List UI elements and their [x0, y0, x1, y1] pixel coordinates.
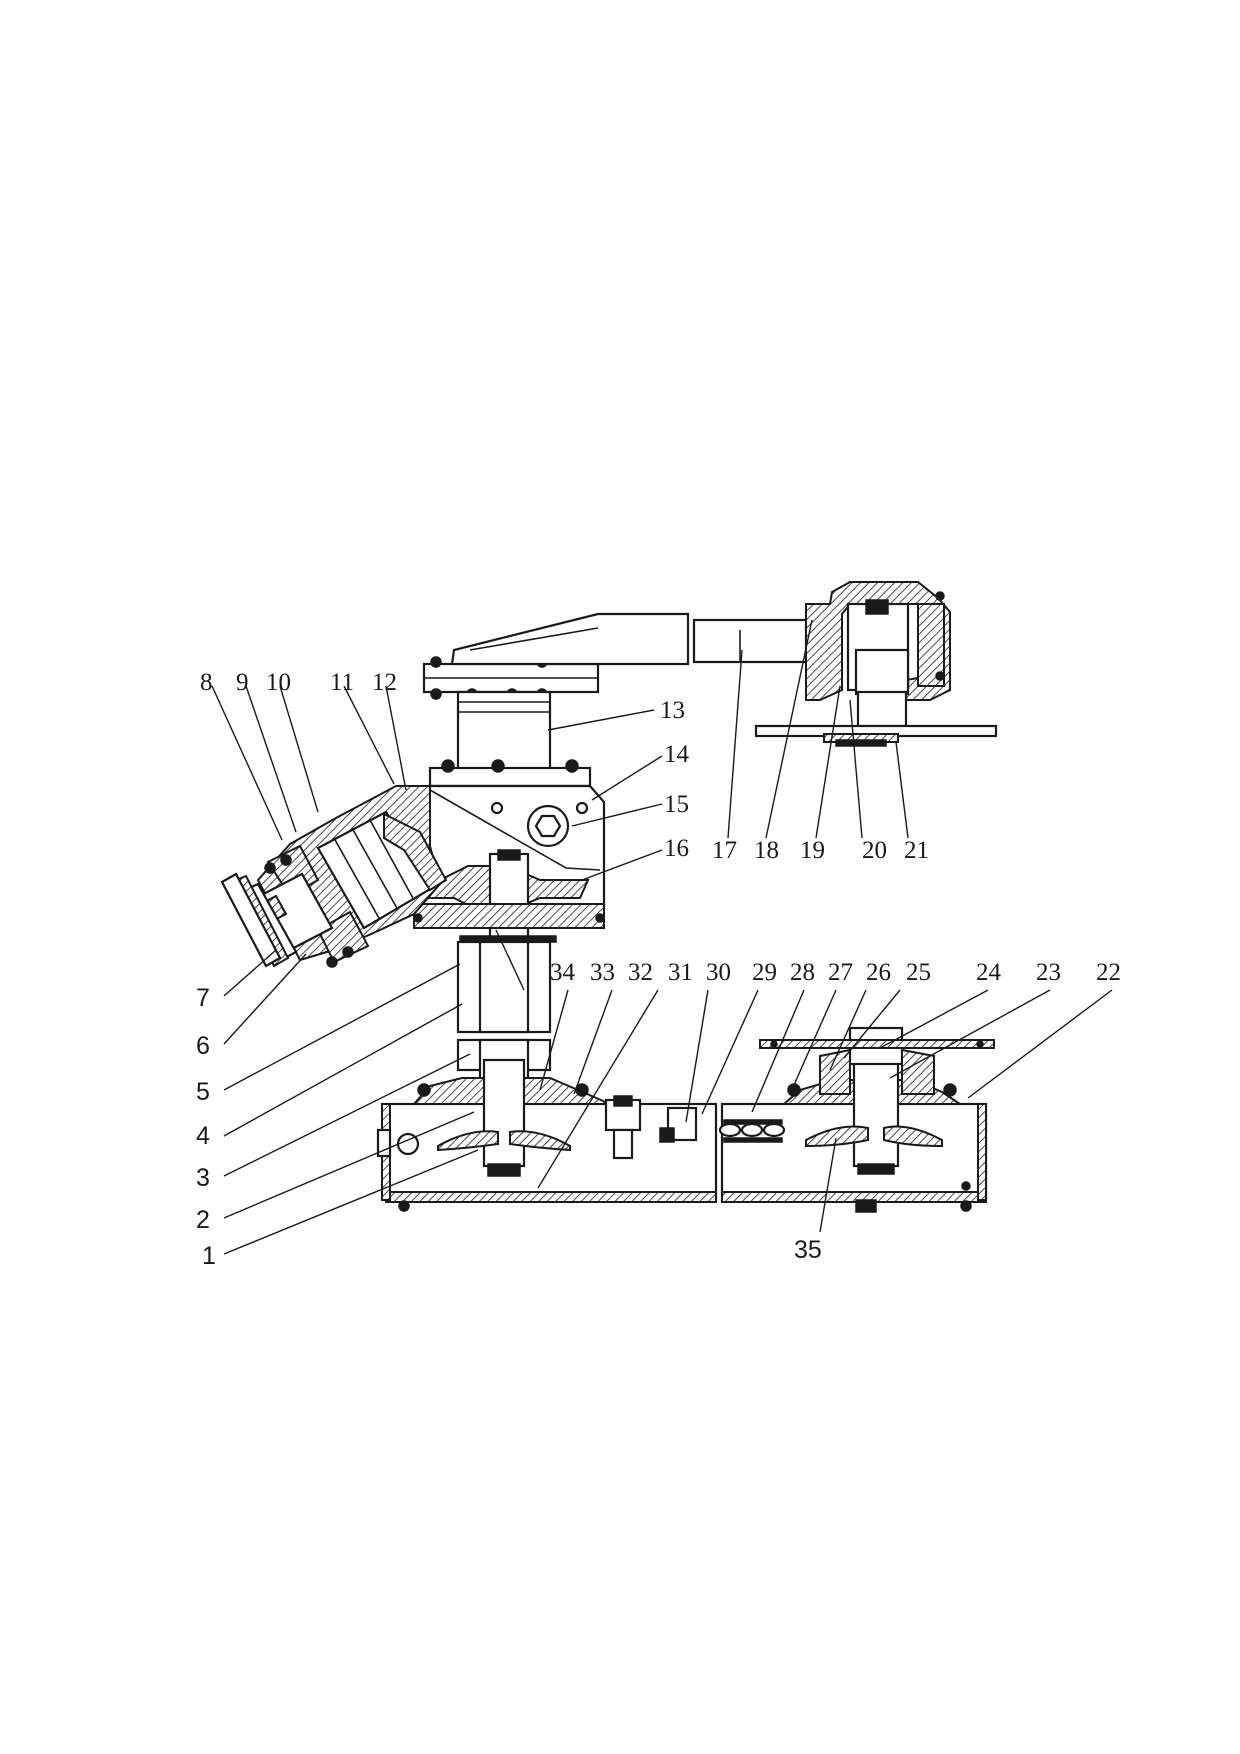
callout-17: 17 — [712, 837, 737, 864]
callout-28: 28 — [790, 959, 815, 986]
leader-lines — [211, 619, 1113, 1255]
callout-33: 33 — [590, 959, 615, 986]
callout-labels: 8 9 10 11 12 13 14 15 16 17 18 19 20 21 … — [196, 669, 1121, 1270]
callout-6: 6 — [196, 1032, 210, 1060]
callout-20: 20 — [862, 837, 887, 864]
callout-15: 15 — [664, 791, 689, 818]
chain-links — [718, 1119, 786, 1143]
callout-22: 22 — [1096, 959, 1121, 986]
callout-31: 31 — [668, 959, 693, 986]
callout-5: 5 — [196, 1078, 210, 1106]
callout-24: 24 — [976, 959, 1002, 986]
callout-8: 8 — [200, 669, 213, 696]
angle-gearbox — [220, 690, 606, 1082]
callout-14: 14 — [664, 741, 690, 768]
callout-35: 35 — [794, 1236, 822, 1264]
upper-drive-arm — [422, 581, 998, 747]
callout-16: 16 — [664, 835, 689, 862]
callout-9: 9 — [236, 669, 249, 696]
callout-29: 29 — [752, 959, 777, 986]
callout-12: 12 — [372, 669, 397, 696]
callout-2: 2 — [196, 1206, 210, 1234]
callout-32: 32 — [628, 959, 653, 986]
callout-1: 1 — [202, 1242, 216, 1270]
callout-23: 23 — [1036, 959, 1061, 986]
callout-26: 26 — [866, 959, 891, 986]
callout-11: 11 — [330, 669, 354, 696]
callout-25: 25 — [906, 959, 931, 986]
cutter-bar — [376, 1026, 995, 1213]
callout-4: 4 — [196, 1122, 210, 1150]
callout-13: 13 — [660, 697, 685, 724]
callout-10: 10 — [266, 669, 291, 696]
callout-30: 30 — [706, 959, 731, 986]
callout-21: 21 — [904, 837, 929, 864]
callout-19: 19 — [800, 837, 825, 864]
callout-18: 18 — [754, 837, 779, 864]
callout-7: 7 — [196, 984, 210, 1012]
callout-27: 27 — [828, 959, 853, 986]
callout-34: 34 — [550, 959, 576, 986]
callout-3: 3 — [196, 1164, 210, 1192]
